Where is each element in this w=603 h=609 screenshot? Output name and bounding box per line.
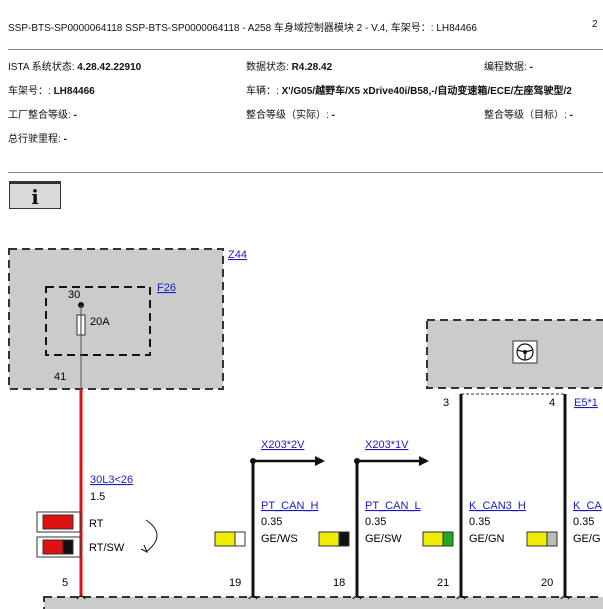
rt-label: RT	[89, 518, 104, 530]
factory-integration-level: 工厂整合等级: -	[8, 110, 77, 121]
connector-link-x203-2v[interactable]: X203*2V	[261, 439, 305, 451]
signal-size-pt-can-l: 0.35	[365, 516, 386, 528]
pin-19: 19	[229, 577, 241, 589]
variant-arrow-icon	[140, 544, 148, 554]
rt-legend-frame	[36, 511, 81, 533]
signal-link-pt-can-l[interactable]: PT_CAN_L	[365, 500, 421, 512]
meta-divider	[8, 172, 603, 173]
document-header-title: SSP-BTS-SP0000064118 SSP-BTS-SP000006411…	[8, 23, 477, 34]
fuse-rating: 20A	[90, 316, 110, 328]
z44-module-box	[8, 248, 224, 390]
signal-link-pt-can-h[interactable]: PT_CAN_H	[261, 500, 319, 512]
pin-20: 20	[541, 577, 553, 589]
pin-5: 5	[62, 577, 68, 589]
steering-wheel-icon-frame	[512, 340, 538, 364]
e5-link[interactable]: E5*1	[574, 397, 598, 409]
signal-link-k-can3-l[interactable]: K_CA	[573, 500, 602, 512]
rtsw-label: RT/SW	[89, 542, 125, 554]
wire-name-link[interactable]: 30L3<26	[90, 474, 133, 486]
rt-color-swatch	[42, 514, 74, 530]
color-swatch-pt-can-h-yellow	[214, 531, 236, 547]
signal-color-pt-can-h: GE/WS	[261, 533, 298, 545]
ista-status: ISTA 系统状态: 4.28.42.22910	[8, 62, 142, 73]
info-icon-glyph: i	[31, 185, 39, 209]
vehicle-info: 车辆：: X'/G05/越野车/X5 xDrive40i/B58,-/自动变速箱…	[246, 86, 572, 97]
fuse-node	[78, 302, 84, 308]
rtsw-color-swatch-red	[42, 539, 64, 555]
header-divider	[8, 49, 603, 50]
fuse-pin-30: 30	[68, 289, 80, 301]
color-swatch-k-can3-l-gray	[546, 531, 558, 547]
signal-color-k-can3-l: GE/G	[573, 533, 601, 545]
control-unit-box	[43, 596, 603, 609]
page-number: 2	[592, 19, 598, 30]
color-swatch-pt-can-h	[214, 531, 246, 547]
z44-link[interactable]: Z44	[228, 249, 247, 261]
steering-wheel-hub	[523, 350, 527, 354]
color-swatch-k-can3-l	[526, 531, 558, 547]
color-swatch-pt-can-l-black	[338, 531, 350, 547]
connector-node-x203-1v	[354, 458, 360, 464]
vin-info: 车架号：: LH84466	[8, 86, 95, 97]
color-swatch-k-can3-h-green	[442, 531, 454, 547]
pin-21: 21	[437, 577, 449, 589]
steering-wheel-icon	[516, 343, 534, 361]
fuse-pin-41: 41	[54, 371, 66, 383]
signal-size-pt-can-h: 0.35	[261, 516, 282, 528]
pin-3: 3	[443, 397, 449, 409]
actual-integration-level: 整合等级（实际）: -	[246, 110, 335, 121]
color-swatch-pt-can-l	[318, 531, 350, 547]
signal-size-k-can3-h: 0.35	[469, 516, 490, 528]
fuse-symbol	[76, 314, 86, 336]
signal-color-pt-can-l: GE/SW	[365, 533, 402, 545]
programming-data: 编程数据: -	[484, 62, 533, 73]
signal-size-k-can3-l: 0.35	[573, 516, 594, 528]
steering-module-box	[426, 319, 603, 389]
signal-link-k-can3-h[interactable]: K_CAN3_H	[469, 500, 526, 512]
info-icon[interactable]: i	[9, 181, 61, 209]
steering-wheel-spokes	[516, 349, 534, 360]
f26-link[interactable]: F26	[157, 282, 176, 294]
rtsw-legend-frame	[36, 536, 81, 558]
connector-node-x203-2v	[250, 458, 256, 464]
total-mileage: 总行驶里程: -	[8, 134, 67, 145]
target-integration-level: 整合等级（目标）: -	[484, 110, 573, 121]
wire-size: 1.5	[90, 491, 105, 503]
bottom-pin-arcs	[76, 595, 570, 600]
color-swatch-k-can3-h	[422, 531, 454, 547]
rtsw-color-swatch-black	[62, 539, 74, 555]
connector-link-x203-1v[interactable]: X203*1V	[365, 439, 409, 451]
pin-18: 18	[333, 577, 345, 589]
f26-fuse-box	[45, 286, 151, 356]
pin-4: 4	[549, 397, 555, 409]
data-status: 数据状态: R4.28.42	[246, 62, 333, 73]
signal-color-k-can3-h: GE/GN	[469, 533, 505, 545]
variant-bracket-icon	[145, 519, 158, 553]
